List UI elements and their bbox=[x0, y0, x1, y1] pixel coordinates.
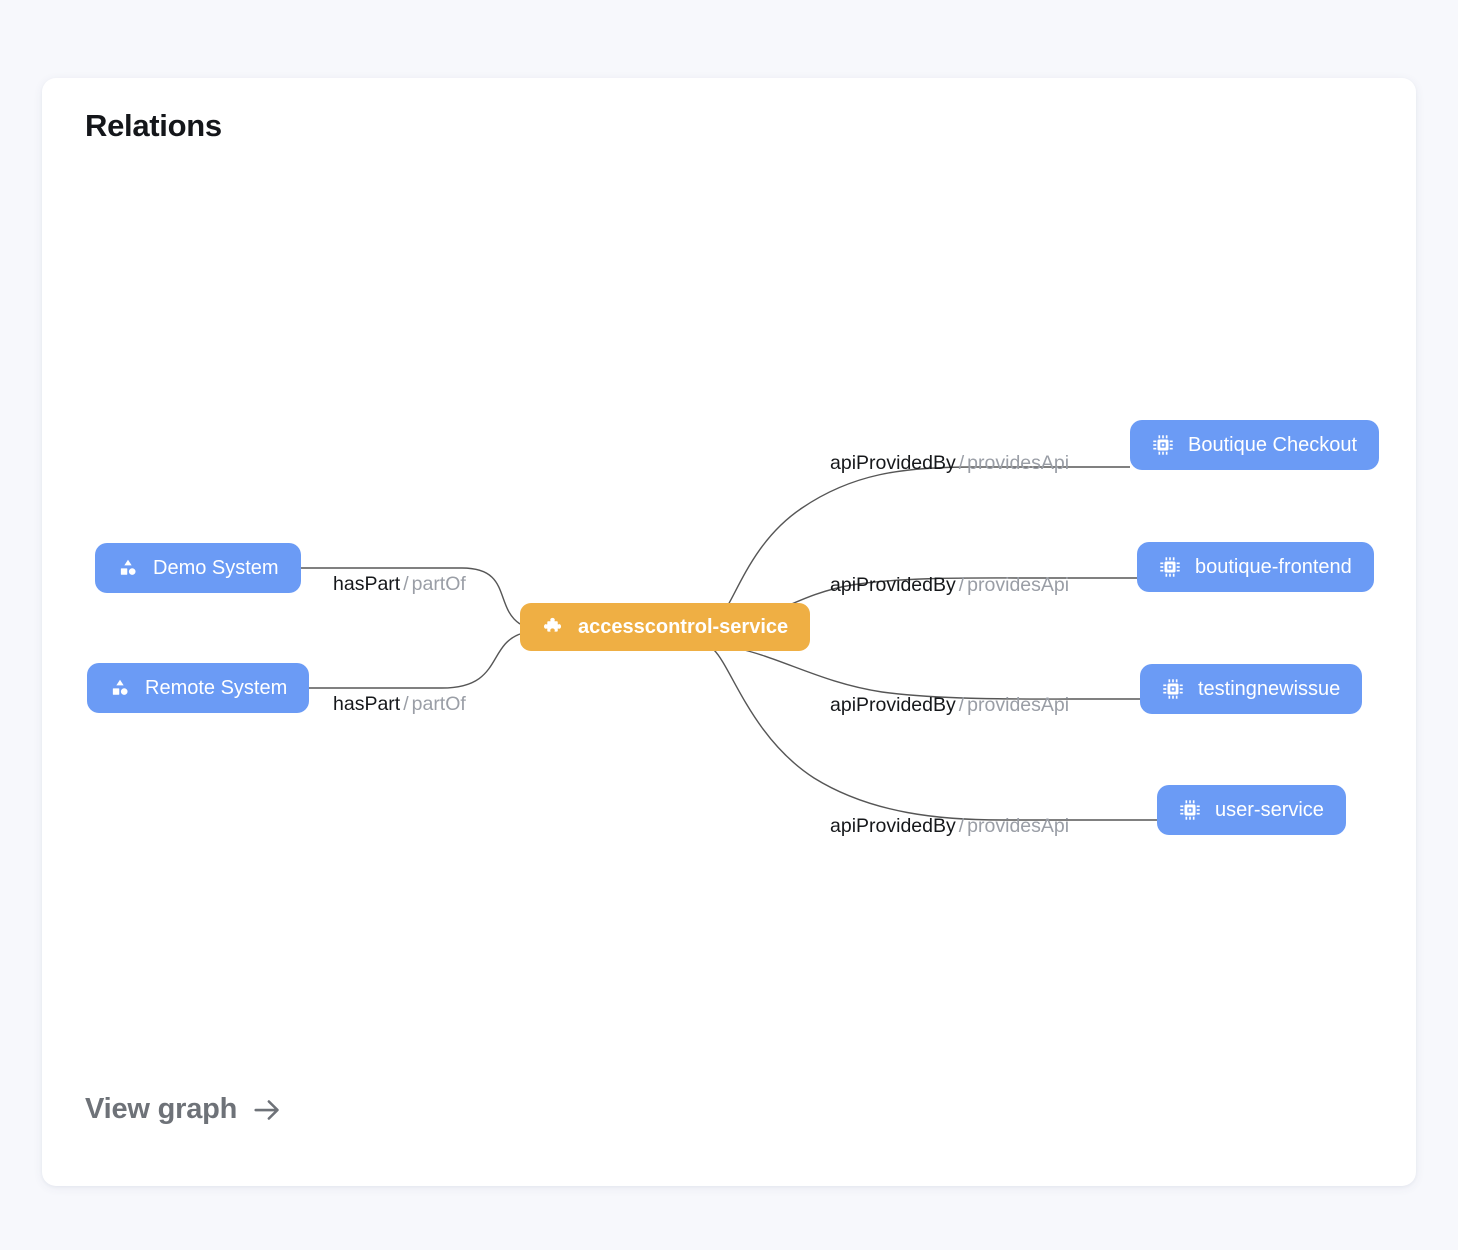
edge-testingnewissue bbox=[735, 647, 1140, 700]
edge-label-separator: / bbox=[958, 452, 965, 474]
edge-label-user-service: apiProvidedBy/providesApi bbox=[830, 815, 1070, 837]
edge-label-demo-system: hasPart/partOf bbox=[333, 573, 466, 595]
system-shapes-icon bbox=[112, 679, 128, 695]
page-title: Relations bbox=[85, 108, 222, 143]
edge-label-from: hasPart bbox=[333, 573, 401, 595]
edge-label-from: hasPart bbox=[333, 693, 401, 715]
node-boutique-checkout[interactable]: Boutique Checkout bbox=[1130, 420, 1380, 470]
node-label: Boutique Checkout bbox=[1188, 434, 1358, 456]
cpu-chip-icon bbox=[1153, 435, 1173, 455]
view-graph-link[interactable]: View graph bbox=[85, 1093, 283, 1126]
node-label: testingnewissue bbox=[1198, 678, 1341, 700]
edge-label-separator: / bbox=[958, 694, 965, 716]
edge-label-to: partOf bbox=[411, 573, 466, 595]
cpu-chip-icon bbox=[1180, 800, 1200, 820]
edge-label-testingnewissue: apiProvidedBy/providesApi bbox=[830, 694, 1070, 716]
edge-user-service bbox=[713, 649, 1157, 821]
node-label: accesscontrol-service bbox=[578, 616, 789, 638]
edge-label-to: partOf bbox=[411, 693, 466, 715]
node-label: Demo System bbox=[153, 557, 279, 579]
node-label: boutique-frontend bbox=[1195, 556, 1352, 578]
node-user-service[interactable]: user-service bbox=[1157, 785, 1346, 835]
edge-label-to: providesApi bbox=[967, 815, 1070, 837]
edge-label-separator: / bbox=[958, 815, 965, 837]
cpu-chip-icon bbox=[1160, 557, 1180, 577]
view-graph-label: View graph bbox=[85, 1093, 238, 1125]
system-shapes-icon bbox=[120, 559, 136, 575]
arrow-right-icon bbox=[254, 1099, 279, 1120]
cpu-chip-icon bbox=[1163, 679, 1183, 699]
edge-label-from: apiProvidedBy bbox=[830, 574, 956, 596]
relations-graph: Demo System Remote System accesscontrol-… bbox=[42, 78, 1416, 1186]
node-testingnewissue[interactable]: testingnewissue bbox=[1140, 664, 1363, 714]
edge-label-from: apiProvidedBy bbox=[830, 694, 956, 716]
edge-label-to: providesApi bbox=[967, 574, 1070, 596]
puzzle-piece-icon bbox=[543, 617, 562, 632]
node-label: Remote System bbox=[145, 677, 288, 699]
edge-label-boutique-checkout: apiProvidedBy/providesApi bbox=[830, 452, 1070, 474]
node-demo-system[interactable]: Demo System bbox=[95, 543, 301, 593]
relations-card: Relations bbox=[42, 78, 1416, 1186]
edge-label-boutique-frontend: apiProvidedBy/providesApi bbox=[830, 574, 1070, 596]
edge-label-to: providesApi bbox=[967, 452, 1070, 474]
edge-label-to: providesApi bbox=[967, 694, 1070, 716]
node-remote-system[interactable]: Remote System bbox=[87, 663, 310, 713]
edge-label-remote-system: hasPart/partOf bbox=[333, 693, 466, 715]
node-boutique-frontend[interactable]: boutique-frontend bbox=[1137, 542, 1374, 592]
edge-label-from: apiProvidedBy bbox=[830, 452, 956, 474]
node-accesscontrol-service[interactable]: accesscontrol-service bbox=[520, 603, 811, 651]
node-label: user-service bbox=[1215, 799, 1324, 821]
edge-label-separator: / bbox=[958, 574, 965, 596]
edge-remote-system bbox=[297, 633, 521, 689]
edge-label-from: apiProvidedBy bbox=[830, 815, 956, 837]
edge-boutique-checkout bbox=[711, 466, 1130, 624]
edge-label-separator: / bbox=[403, 573, 409, 595]
edge-label-separator: / bbox=[403, 693, 409, 715]
